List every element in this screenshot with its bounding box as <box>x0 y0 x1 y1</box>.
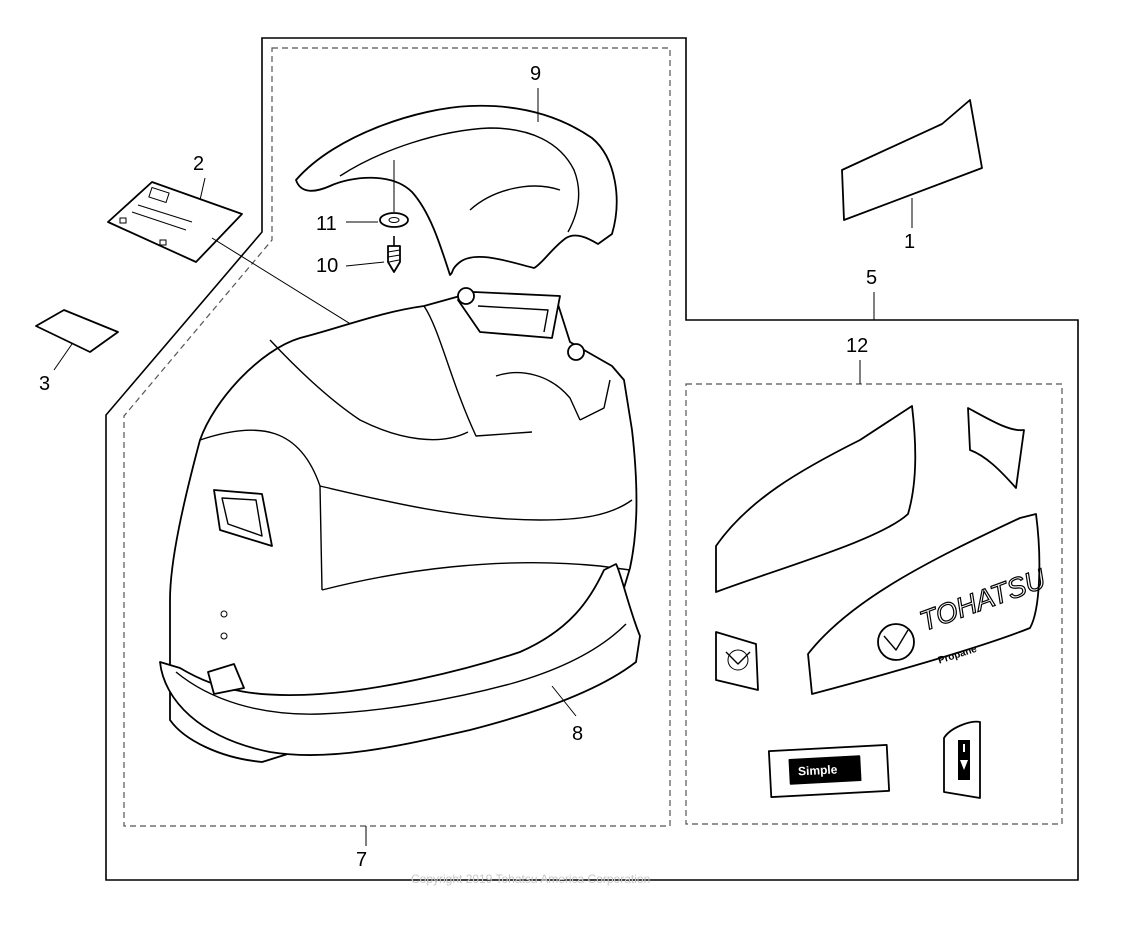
decal-large-side <box>715 405 917 593</box>
callout-7: 7 <box>356 849 367 871</box>
group-box-decals <box>685 383 1063 825</box>
decal-gauge <box>943 720 981 799</box>
screw-part-10 <box>387 236 401 273</box>
copyright-text: Copyright 2019 Tohatsu America Corporati… <box>411 872 650 886</box>
callout-11: 11 <box>316 213 337 235</box>
decal-badge-text: Simple <box>798 762 838 778</box>
callout-3: 3 <box>39 373 50 395</box>
callout-5: 5 <box>866 267 877 289</box>
callout-10: 10 <box>316 255 338 277</box>
label-part-2 <box>107 181 243 263</box>
leader-2 <box>199 177 206 201</box>
handle-inner-groove <box>469 185 561 211</box>
leader-10 <box>345 261 385 267</box>
callout-9: 9 <box>530 63 541 85</box>
cowl-part-7 <box>169 287 638 763</box>
handle-inner-edge <box>339 127 580 233</box>
handle-part-9 <box>295 104 618 276</box>
callout-12: 12 <box>846 335 868 357</box>
callout-2: 2 <box>193 153 204 175</box>
decal-badge: Simple <box>767 744 891 798</box>
washer-part-11 <box>379 212 409 228</box>
decal-brand-panel: TOHATSU Propane <box>807 513 1051 695</box>
tohatsu-logo-icon <box>877 623 915 661</box>
callout-8: 8 <box>572 723 583 745</box>
leader-8 <box>551 685 577 717</box>
group-box-cowl <box>123 47 671 827</box>
leader-3 <box>53 343 73 371</box>
decal-logo-small <box>715 631 759 691</box>
label-part-3 <box>35 309 119 353</box>
seal-part-8 <box>159 563 641 756</box>
decal-part-1 <box>841 99 983 221</box>
callout-1: 1 <box>904 231 915 253</box>
decal-small-triangle <box>967 407 1025 489</box>
assembly-boundary <box>105 37 1079 881</box>
